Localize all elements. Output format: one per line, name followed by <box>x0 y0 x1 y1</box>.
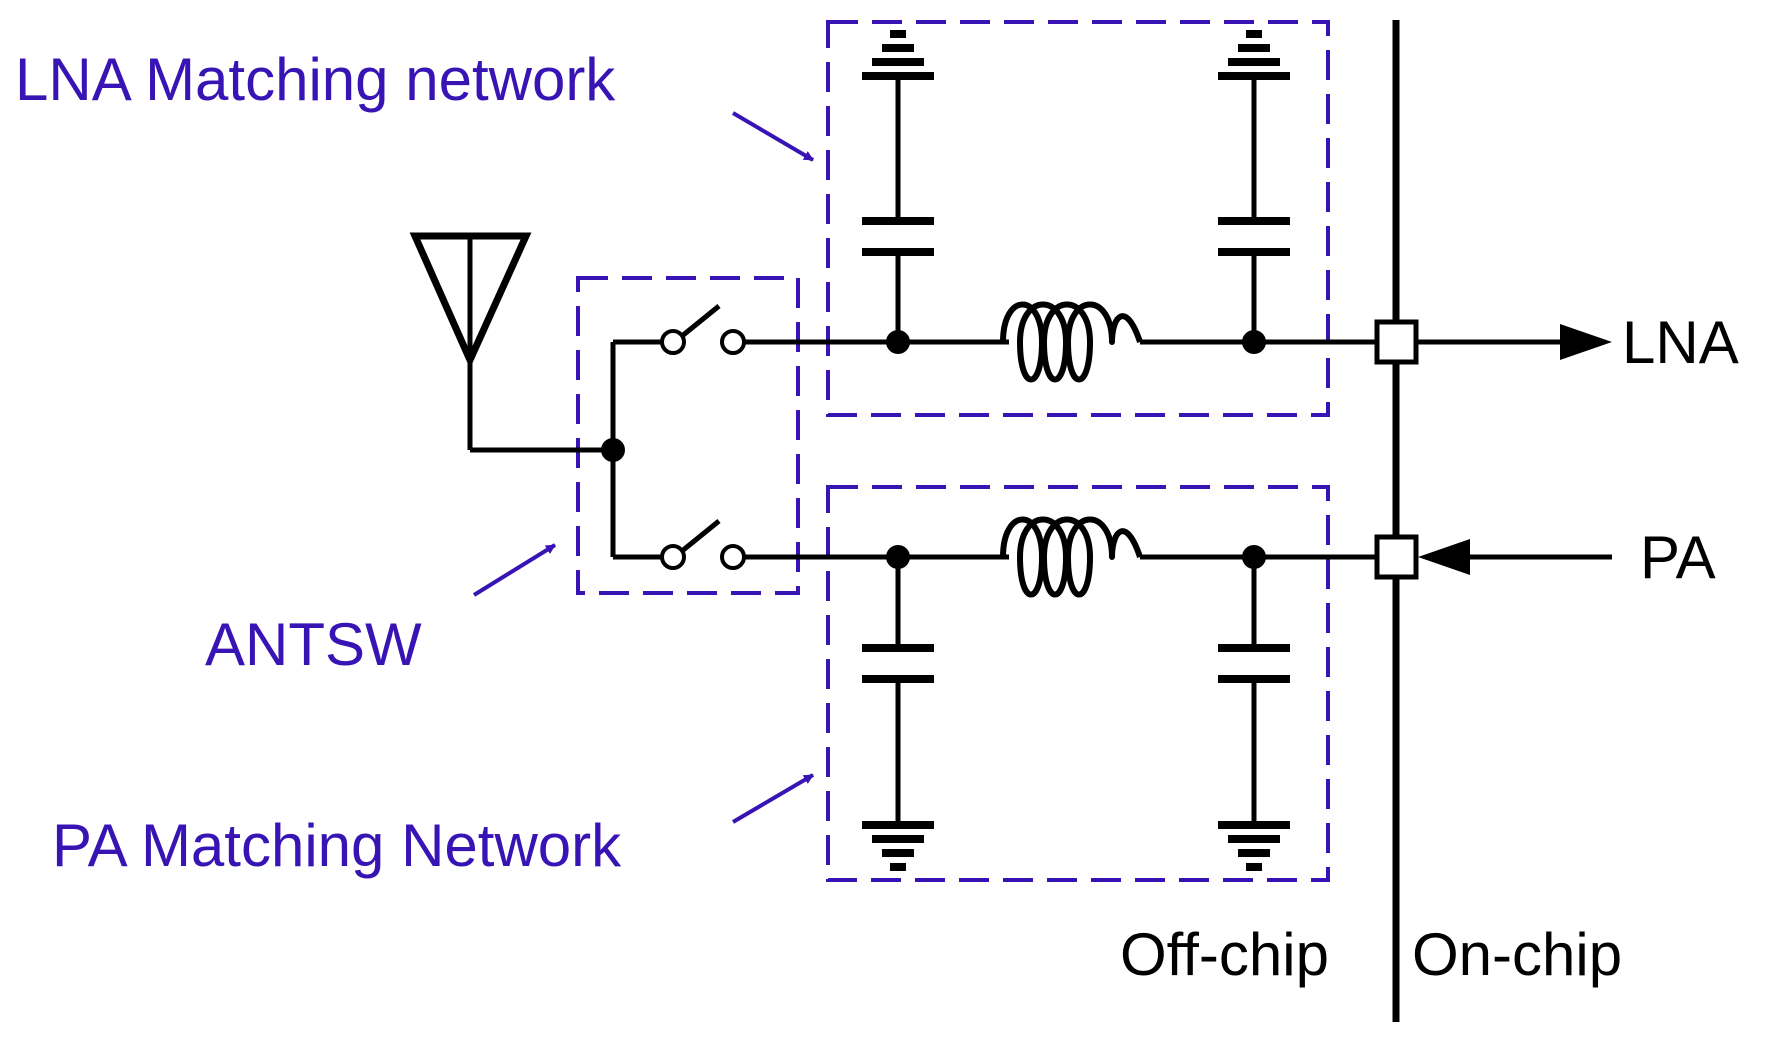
switch-icon <box>660 304 746 355</box>
capacitor-icon <box>1218 644 1290 683</box>
off-chip-label: Off-chip <box>1120 921 1329 988</box>
antsw-pointer-arrow <box>472 543 557 597</box>
pa-arrowhead-icon <box>1418 539 1470 575</box>
ground-icon <box>1218 30 1290 80</box>
pa-matching-box <box>826 485 1330 882</box>
lna-matching-pointer-arrow <box>731 111 815 162</box>
inductor-icon <box>1000 301 1143 383</box>
pa-matching-label: PA Matching Network <box>52 812 622 879</box>
pad-icon <box>1374 534 1419 580</box>
antsw-box <box>576 276 800 595</box>
switch-icon <box>660 519 746 570</box>
ground-icon <box>1218 821 1290 871</box>
antsw-label: ANTSW <box>205 611 422 678</box>
pa-label: PA <box>1640 524 1716 591</box>
capacitor-icon <box>862 644 934 683</box>
capacitor-icon <box>862 217 934 256</box>
on-chip-label: On-chip <box>1412 921 1622 988</box>
ground-icon <box>862 30 934 80</box>
inductor-icon <box>1000 516 1143 598</box>
lna-arrowhead-icon <box>1560 324 1612 360</box>
capacitor-icon <box>1218 217 1290 256</box>
pa-matching-pointer-arrow <box>731 773 815 824</box>
lna-matching-box <box>826 20 1330 417</box>
ground-icon <box>862 821 934 871</box>
lna-label: LNA <box>1622 309 1739 376</box>
antenna-icon <box>409 232 532 450</box>
pad-icon <box>1374 319 1419 365</box>
lna-matching-label: LNA Matching network <box>15 46 616 113</box>
